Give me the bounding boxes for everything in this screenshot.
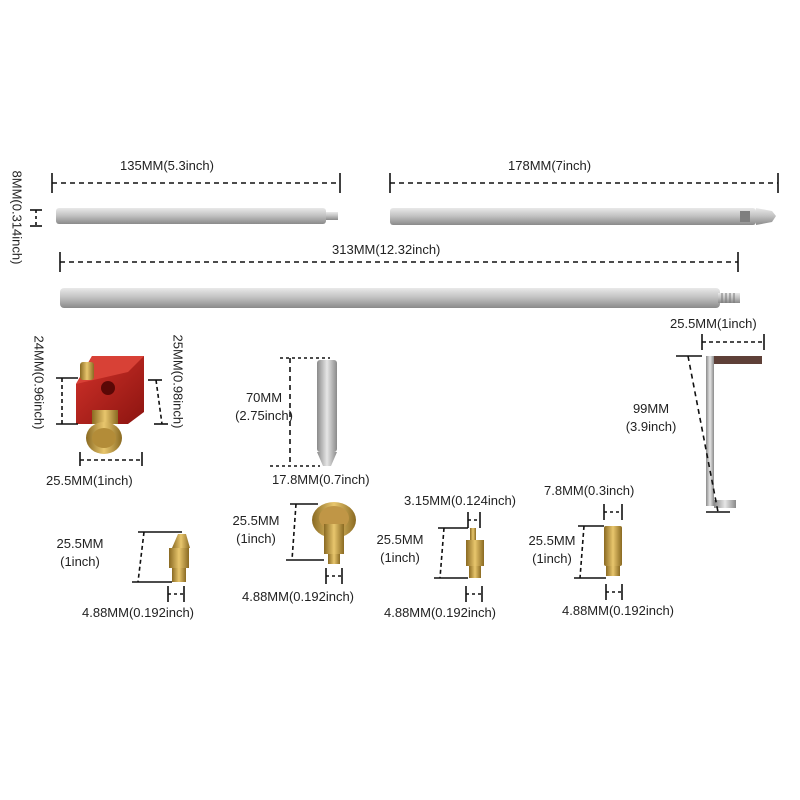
rod2-length-dimension [389,173,779,193]
brass-tip-2 [312,502,356,564]
key-height-dimension [676,355,730,513]
tip3-top-label: 3.15MM(0.124inch) [404,493,516,508]
rod3-length-label: 313MM(12.32inch) [332,242,441,257]
brass-tip-3 [466,528,484,578]
tip4-diameter-label: 4.88MM(0.192inch) [562,603,674,618]
tip1-diameter-dimension [167,586,185,602]
block-height-dimension [56,377,78,425]
key-height-in-label: (3.9inch) [625,419,677,434]
pin-height-dimension [270,357,330,467]
pin-height-in-label: (2.75inch) [235,408,293,423]
tip2-height-mm-label: 25.5MM [232,513,280,528]
tip4-top-dimension [603,504,623,520]
tip1-height-mm-label: 25.5MM [56,536,104,551]
tip3-height-in-label: (1inch) [380,550,420,565]
tip2-height-dimension [286,503,324,561]
block-side-label: 25MM(0.98inch) [170,334,186,429]
tip4-height-in-label: (1inch) [532,551,572,566]
pin-height-mm-label: 70MM [245,390,283,405]
tip2-diameter-dimension [325,568,343,584]
block-width-dimension [79,452,143,466]
key-width-label: 25.5MM(1inch) [670,316,757,331]
red-block-stop [76,356,144,454]
tip3-diameter-label: 4.88MM(0.192inch) [384,605,496,620]
tip3-diameter-dimension [465,586,483,602]
rod-178mm [390,208,776,225]
tip3-top-dimension [467,512,481,528]
key-height-mm-label: 99MM [632,401,670,416]
rod3-length-dimension [59,252,739,272]
tip3-height-dimension [434,527,468,579]
rod2-length-label: 178MM(7inch) [508,158,592,173]
tip1-diameter-label: 4.88MM(0.192inch) [82,605,194,620]
tip4-diameter-dimension [605,584,623,600]
block-width-label: 25.5MM(1inch) [46,473,133,488]
tip4-height-mm-label: 25.5MM [528,533,576,548]
rod1-length-dimension [51,173,341,193]
pin-tip-label: 17.8MM(0.7inch) [272,472,370,487]
tip4-top-label: 7.8MM(0.3inch) [544,483,635,498]
brass-tip-1 [169,534,190,582]
tip4-height-dimension [574,525,606,579]
tip1-height-dimension [132,531,182,583]
allen-key [706,356,762,508]
key-width-dimension [701,334,765,350]
steel-pin-70mm [317,360,337,466]
tip2-diameter-label: 4.88MM(0.192inch) [242,589,354,604]
tip2-height-in-label: (1inch) [236,531,276,546]
rod-135mm [56,208,338,224]
tip1-height-in-label: (1inch) [60,554,100,569]
rod1-diameter-dimension [30,209,42,227]
tip3-height-mm-label: 25.5MM [376,532,424,547]
brass-tip-4 [604,526,622,576]
rod1-diameter-label: 8MM(0.314inch) [9,170,25,265]
rod1-length-label: 135MM(5.3inch) [120,158,214,173]
block-height-label: 24MM(0.96inch) [31,335,47,430]
rod-313mm [60,288,740,308]
block-side-dimension [148,379,168,425]
